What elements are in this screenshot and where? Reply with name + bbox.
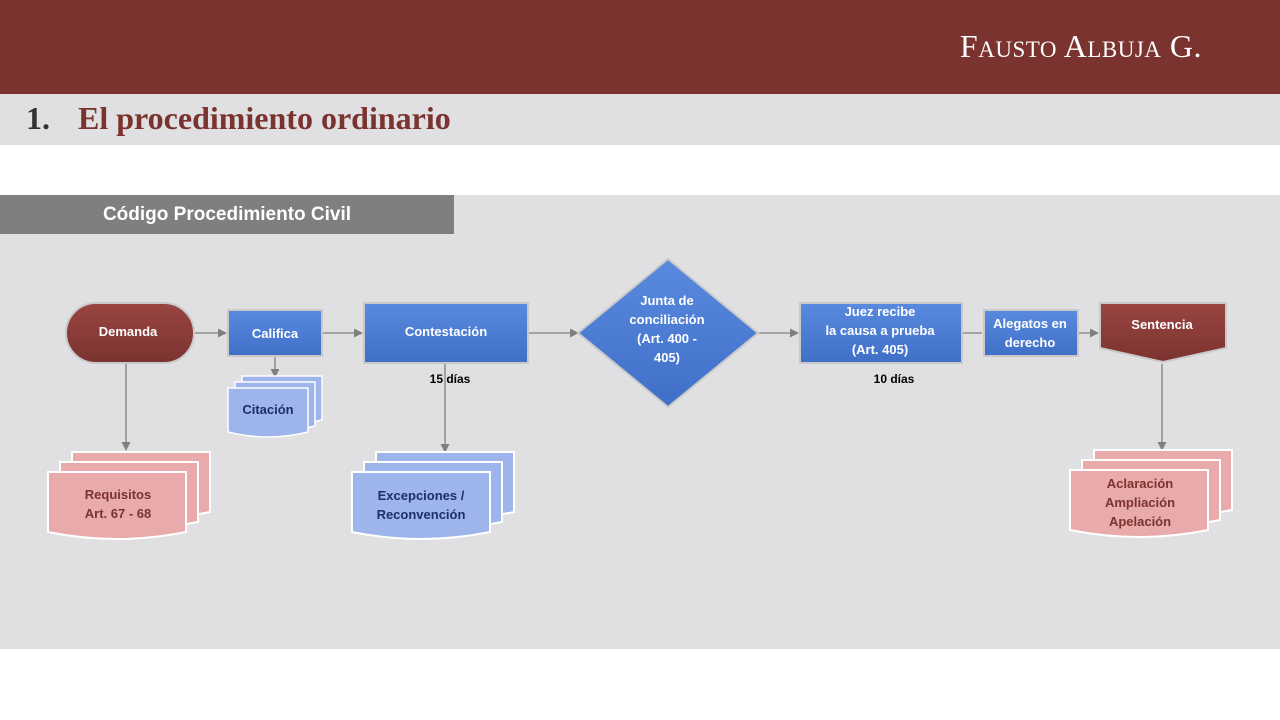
node-demanda: Demanda [65,302,195,364]
label-sentencia: Sentencia [1131,317,1193,332]
node-requisitos: Requisitos Art. 67 - 68 [47,451,211,540]
timing-prueba: 10 días [874,372,915,386]
brand-last-rest: LBUJA [1087,37,1162,62]
node-alegatos: Alegatos en derecho [983,309,1079,357]
header-bar [0,0,1280,94]
label-alegatos-2: derecho [1005,335,1056,350]
node-junta: Junta de conciliación (Art. 400 - 405) [576,257,760,409]
label-junta-4: 405) [654,350,680,365]
connectors [121,328,1167,453]
panel-tab: Código Procedimiento Civil [0,195,454,234]
brand-last-initial: A [1063,28,1088,64]
node-citacion: Citación [227,375,323,438]
label-citacion: Citación [242,402,293,417]
node-juez: Juez recibe la causa a prueba (Art. 405) [799,302,963,364]
label-juez-2: la causa a prueba [825,323,935,338]
label-demanda: Demanda [99,324,158,339]
node-aclaracion: Aclaración Ampliación Apelación [1069,449,1233,538]
label-requisitos-2: Art. 67 - 68 [85,506,151,521]
brand-name: FAUSTO ALBUJA G. [960,28,1202,65]
brand-first-rest: AUSTO [978,37,1057,62]
brand-first-initial: F [959,28,979,64]
diagram-panel [0,195,1280,649]
title-bar [0,94,1280,145]
label-juez-1: Juez recibe [845,304,916,319]
node-excepciones: Excepciones / Reconvención [351,451,515,540]
title-number: 1. [26,100,50,136]
label-junta-3: (Art. 400 - [637,331,697,346]
node-califica: Califica [227,309,323,357]
label-aclaracion-2: Ampliación [1105,495,1175,510]
label-aclaracion-1: Aclaración [1107,476,1174,491]
label-excepciones-1: Excepciones / [378,488,465,503]
node-sentencia: Sentencia [1099,302,1227,364]
label-califica: Califica [252,326,299,341]
page-title: El procedimiento ordinario [78,100,451,136]
label-alegatos-1: Alegatos en [993,316,1067,331]
label-aclaracion-3: Apelación [1109,514,1171,529]
label-juez-3: (Art. 405) [852,342,908,357]
label-requisitos-1: Requisitos [85,487,151,502]
brand-suffix: G. [1169,28,1202,64]
label-excepciones-2: Reconvención [377,507,466,522]
label-junta-2: conciliación [629,312,704,327]
node-contestacion: Contestación [363,302,529,364]
label-contestacion: Contestación [405,324,487,339]
timing-contestacion: 15 días [430,372,471,386]
label-junta-1: Junta de [640,293,693,308]
